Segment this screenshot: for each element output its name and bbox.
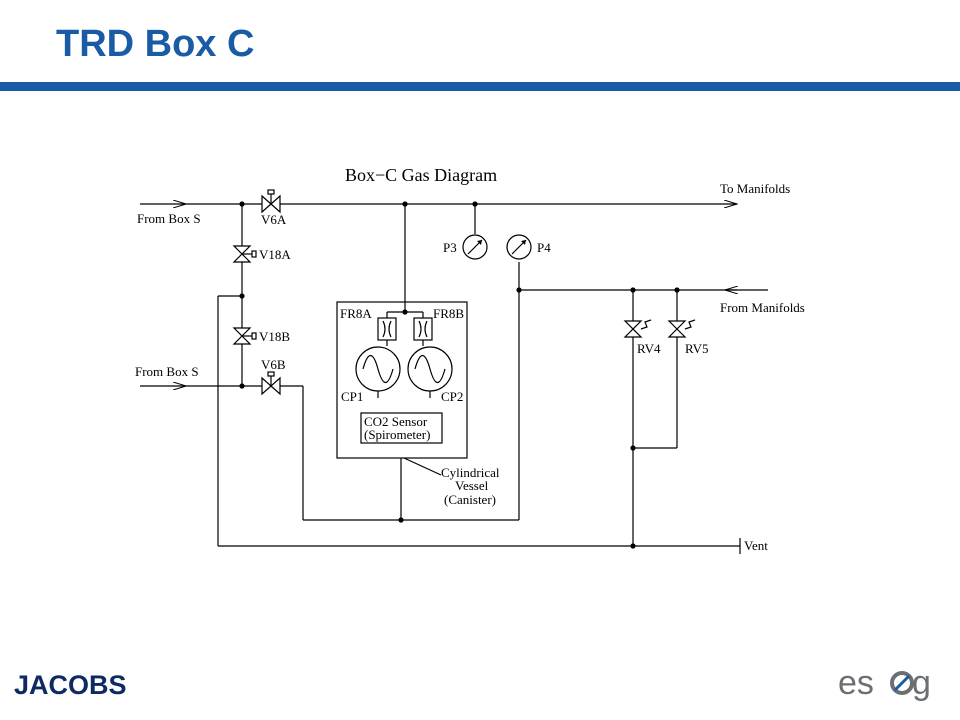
fr8b-label: FR8B [433,306,464,321]
flow-meter-fr8b [413,317,433,346]
pump-cp1 [355,346,401,398]
left-trunk [217,204,740,547]
v18b-label: V18B [259,329,290,344]
vent-label: Vent [744,538,768,553]
gauge-p4 [506,234,532,260]
v6a-label: V6A [261,212,287,227]
esog-logo: es g [838,664,931,702]
rv5-label: RV5 [685,341,709,356]
relief-valve-rv5 [667,319,696,338]
v6b-label: V6B [261,357,286,372]
cylindrical-label: Cylindrical [441,465,500,480]
cp1-label: CP1 [341,389,363,404]
fr8a-label: FR8A [340,306,372,321]
valve-v6a [261,189,281,214]
p4-label: P4 [537,240,551,255]
co2-sensor [360,412,443,444]
svg-text:g: g [912,664,931,702]
from-manifolds-label: From Manifolds [720,300,805,315]
to-manifolds-label: To Manifolds [720,181,790,196]
page-title: TRD Box C [56,23,255,65]
title-divider [0,82,960,91]
from-box-s-top-label: From Box S [137,211,201,226]
relief-valve-rv4 [623,319,652,338]
valve-v18b [232,327,257,345]
vessel-label: Vessel [455,478,489,493]
canister-label: (Canister) [444,492,496,507]
co2-sensor-label: CO2 Sensor [364,414,428,429]
valve-v18a [232,245,257,263]
vessel-callout-line [403,457,442,476]
jacobs-logo: JACOBS [14,670,127,700]
rv4-label: RV4 [637,341,661,356]
svg-text:es: es [838,664,874,702]
pump-cp2 [407,346,453,398]
v18a-label: V18A [259,247,291,262]
valve-v6b [261,371,281,396]
junction-dots [239,201,680,549]
diagram-title: Box−C Gas Diagram [345,165,497,185]
gauge-p3 [462,234,488,260]
from-box-s-bottom-label: From Box S [135,364,199,379]
cp2-label: CP2 [441,389,463,404]
spirometer-label: (Spirometer) [364,427,430,442]
p3-label: P3 [443,240,457,255]
relief-valve-branches [632,290,678,546]
cylindrical-vessel [336,301,468,459]
flow-meter-fr8a [377,317,397,346]
